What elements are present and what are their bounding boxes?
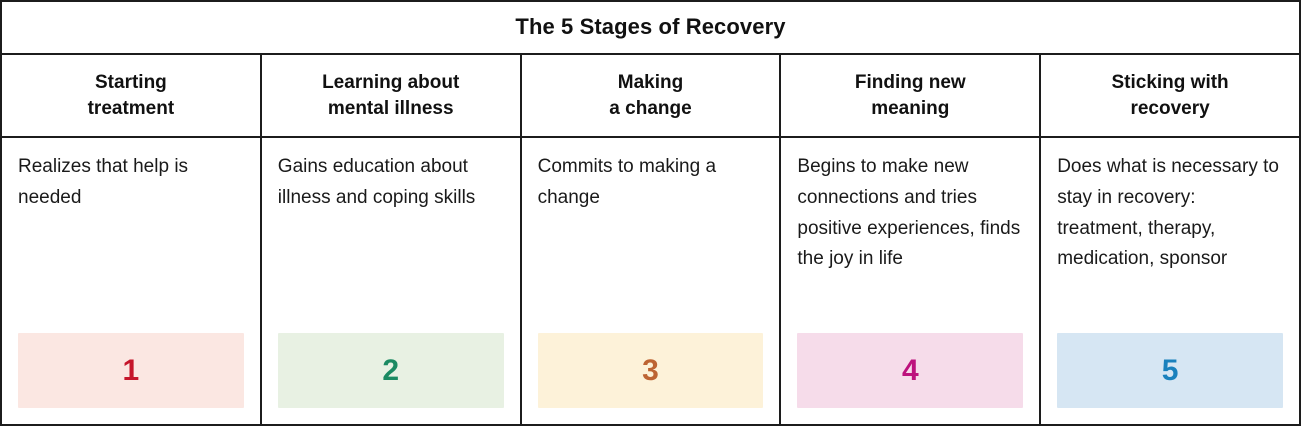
stage-badge-1: 1 [18, 333, 244, 408]
stage-body-cell-5: Does what is necessary to stay in recove… [1041, 138, 1299, 424]
stage-body-cell-1: Realizes that help is needed 1 [2, 138, 262, 424]
stage-description-1: Realizes that help is needed [18, 156, 189, 208]
stage-number-1: 1 [122, 353, 140, 387]
stage-header-cell-4: Finding new meaning [781, 55, 1042, 136]
stage-body-cell-3: Commits to making a change 3 [522, 138, 782, 424]
stage-body-cell-2: Gains education about illness and coping… [262, 138, 522, 424]
stage-badge-3: 3 [537, 333, 764, 408]
stage-header-label-3: Making a change [609, 72, 692, 119]
page-title: The 5 Stages of Recovery [515, 14, 786, 40]
table-title-row: The 5 Stages of Recovery [2, 2, 1299, 55]
stage-header-row: Starting treatment Learning about mental… [2, 55, 1299, 138]
stage-description-2: Gains education about illness and coping… [277, 156, 476, 208]
stage-number-2: 2 [382, 353, 400, 387]
stage-number-5: 5 [1161, 353, 1179, 387]
stage-header-cell-3: Making a change [522, 55, 782, 136]
stage-description-3: Commits to making a change [537, 156, 717, 208]
stage-header-label-5: Sticking with recovery [1111, 72, 1229, 119]
stage-number-4: 4 [901, 353, 919, 387]
stage-number-3: 3 [642, 353, 659, 387]
stage-header-cell-5: Sticking with recovery [1041, 55, 1299, 136]
stage-header-label-1: Starting treatment [87, 72, 175, 119]
stage-header-label-4: Finding new meaning [854, 72, 966, 119]
stage-description-5: Does what is necessary to stay in recove… [1057, 156, 1279, 270]
stage-description-4: Begins to make new connections and tries… [797, 156, 1021, 270]
stage-header-cell-2: Learning about mental illness [262, 55, 522, 136]
stage-badge-4: 4 [797, 333, 1024, 408]
stage-body-row: Realizes that help is needed 1 Gains edu… [2, 138, 1299, 424]
stage-badge-5: 5 [1057, 333, 1283, 408]
stage-badge-2: 2 [277, 333, 504, 408]
stage-body-cell-4: Begins to make new connections and tries… [781, 138, 1042, 424]
stage-header-label-2: Learning about mental illness [322, 72, 460, 119]
stage-header-cell-1: Starting treatment [2, 55, 262, 136]
